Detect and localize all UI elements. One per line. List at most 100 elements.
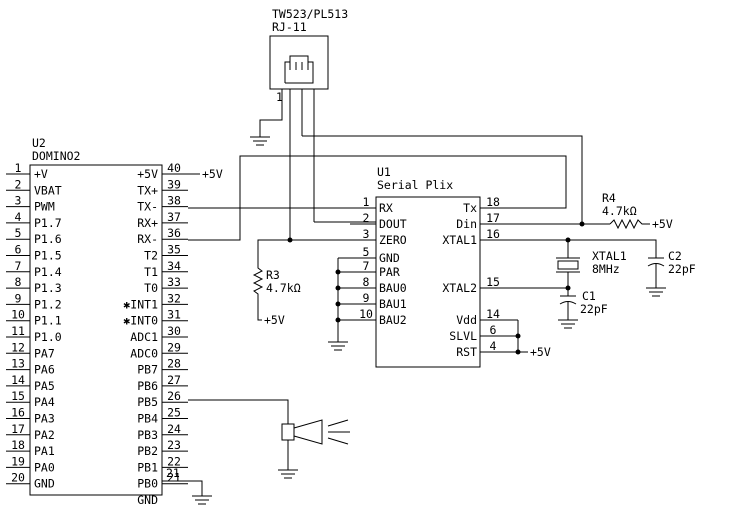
u1-pin-number: 1 bbox=[363, 195, 370, 209]
u2-pin-number: 3 bbox=[15, 194, 22, 208]
u1-pin-label: BAU2 bbox=[379, 313, 407, 327]
u2-pin-number: 5 bbox=[15, 226, 22, 240]
u2-pin-label: P1.5 bbox=[34, 249, 62, 263]
u2-pin-label: PB0 bbox=[137, 477, 158, 491]
rj11-connector: TW523/PL513 RJ-11 1 bbox=[269, 7, 348, 240]
u1-pin-label: Din bbox=[456, 217, 477, 231]
u2-pin-number: 16 bbox=[11, 406, 25, 420]
u1-rst-net: +5V bbox=[530, 345, 551, 359]
junction-xtal2 bbox=[565, 285, 571, 291]
u2-pin-label: PB1 bbox=[137, 460, 158, 474]
c2-ref: C2 bbox=[668, 249, 682, 263]
u2-pin-label: PB4 bbox=[137, 412, 158, 426]
u2-pin-number: 26 bbox=[167, 389, 181, 403]
u2-pin40-net: +5V bbox=[202, 167, 223, 181]
u2-pin-label: VBAT bbox=[34, 183, 62, 197]
c1-ref: C1 bbox=[582, 289, 596, 303]
c2-value: 22pF bbox=[668, 262, 696, 276]
u2-pin-number: 22 bbox=[167, 454, 181, 468]
u2-pin-label: ADC0 bbox=[130, 346, 158, 360]
u2-pin-number: 34 bbox=[167, 259, 181, 273]
u2-pin-number: 20 bbox=[11, 471, 25, 485]
u2-pin-label: PA6 bbox=[34, 363, 55, 377]
u2-pin-label: RX- bbox=[137, 232, 158, 246]
u1-pin-label: RX bbox=[379, 201, 393, 215]
u1-name: Serial Plix bbox=[377, 178, 453, 192]
u2-pin-label: PA7 bbox=[34, 346, 55, 360]
connector-title: TW523/PL513 bbox=[272, 7, 348, 21]
u2-pin-number: 23 bbox=[167, 438, 181, 452]
connector-pin1-label: 1 bbox=[276, 90, 283, 104]
u2-pin-label: PB6 bbox=[137, 379, 158, 393]
u1-pin-number: 10 bbox=[359, 307, 373, 321]
r4-ref: R4 bbox=[602, 191, 616, 205]
u2-pin-label: +V bbox=[34, 167, 48, 181]
wire-rx-tx bbox=[188, 155, 567, 241]
u2-pin-label: PB2 bbox=[137, 444, 158, 458]
connector-jack-outline bbox=[284, 55, 314, 84]
u1-pin-number: 6 bbox=[490, 323, 497, 337]
u1-ref: U1 bbox=[377, 165, 391, 179]
u2-pin-label: P1.0 bbox=[34, 330, 62, 344]
u2-pin-label: PWM bbox=[34, 200, 55, 214]
r4-zigzag bbox=[609, 218, 650, 230]
resistor-r3: R3 4.7kΩ +5V bbox=[252, 262, 301, 327]
u2-pin-label: PA3 bbox=[34, 412, 55, 426]
crystal-xtal1: XTAL1 8MHz bbox=[556, 249, 627, 276]
u2-pin-number: 4 bbox=[15, 210, 22, 224]
net-wires bbox=[188, 135, 657, 355]
u1-pin-number: 2 bbox=[363, 211, 370, 225]
u1-pin-number: 17 bbox=[486, 211, 500, 225]
connector-ground bbox=[250, 108, 283, 146]
u2-pin-number: 11 bbox=[11, 324, 25, 338]
u1-pin-label: SLVL bbox=[449, 329, 477, 343]
u2-pin-number: 30 bbox=[167, 324, 181, 338]
u2-pin-number: 35 bbox=[167, 243, 181, 257]
u1-pin-number: 7 bbox=[363, 259, 370, 273]
u2-pin-label: P1.3 bbox=[34, 281, 62, 295]
u1-pin-number: 9 bbox=[363, 291, 370, 305]
u2-pin-label: ✱INT0 bbox=[123, 314, 158, 328]
u1-pin-label: DOUT bbox=[379, 217, 407, 231]
u1-pin-number: 3 bbox=[363, 227, 370, 241]
u1-pin-number: 14 bbox=[486, 307, 500, 321]
u2-pin-label: PA1 bbox=[34, 444, 55, 458]
r3-ref: R3 bbox=[266, 268, 280, 282]
u1-pin-label: GND bbox=[379, 251, 400, 265]
u2-pin-number: 24 bbox=[167, 422, 181, 436]
u2-pin-label: TX- bbox=[137, 200, 158, 214]
u2-pin-number: 39 bbox=[167, 177, 181, 191]
u2-pin-number: 10 bbox=[11, 308, 25, 322]
u1-pin-number: 8 bbox=[363, 275, 370, 289]
u1-pin-label: XTAL2 bbox=[442, 281, 477, 295]
u1-pin-label: BAU0 bbox=[379, 281, 407, 295]
u2-pin-label: ✱INT1 bbox=[123, 297, 158, 311]
u1-pin-label: Vdd bbox=[456, 313, 477, 327]
u2-pin-label: P1.2 bbox=[34, 297, 62, 311]
u2-pin-number: 1 bbox=[15, 161, 22, 175]
r3-net: +5V bbox=[264, 313, 285, 327]
u2-name: DOMINO2 bbox=[32, 149, 80, 163]
u2-pin-label: PA5 bbox=[34, 379, 55, 393]
r4-net: +5V bbox=[652, 217, 673, 231]
u1-pin-number: 18 bbox=[486, 195, 500, 209]
c1-value: 22pF bbox=[580, 302, 608, 316]
u2-pin-number: 27 bbox=[167, 373, 181, 387]
u1-pin-label: ZERO bbox=[379, 233, 407, 247]
junction-zero bbox=[287, 237, 293, 243]
u2-pin-number: 17 bbox=[11, 422, 25, 436]
capacitor-c1: C1 22pF bbox=[558, 289, 608, 329]
u2-pin-label: PA4 bbox=[34, 395, 55, 409]
u2-pin-number: 2 bbox=[15, 177, 22, 191]
u2-body bbox=[29, 164, 163, 496]
u2-pin-label: PA2 bbox=[34, 428, 55, 442]
u2-pin-number: 31 bbox=[167, 308, 181, 322]
resistor-r4: R4 4.7kΩ +5V bbox=[602, 191, 673, 231]
u2-pin-label: P1.7 bbox=[34, 216, 62, 230]
u1-pin-label: Tx bbox=[463, 201, 477, 215]
u2-pin-number: 33 bbox=[167, 275, 181, 289]
u2-gnd-wire bbox=[162, 480, 203, 496]
u2-pin-number: 19 bbox=[11, 454, 25, 468]
